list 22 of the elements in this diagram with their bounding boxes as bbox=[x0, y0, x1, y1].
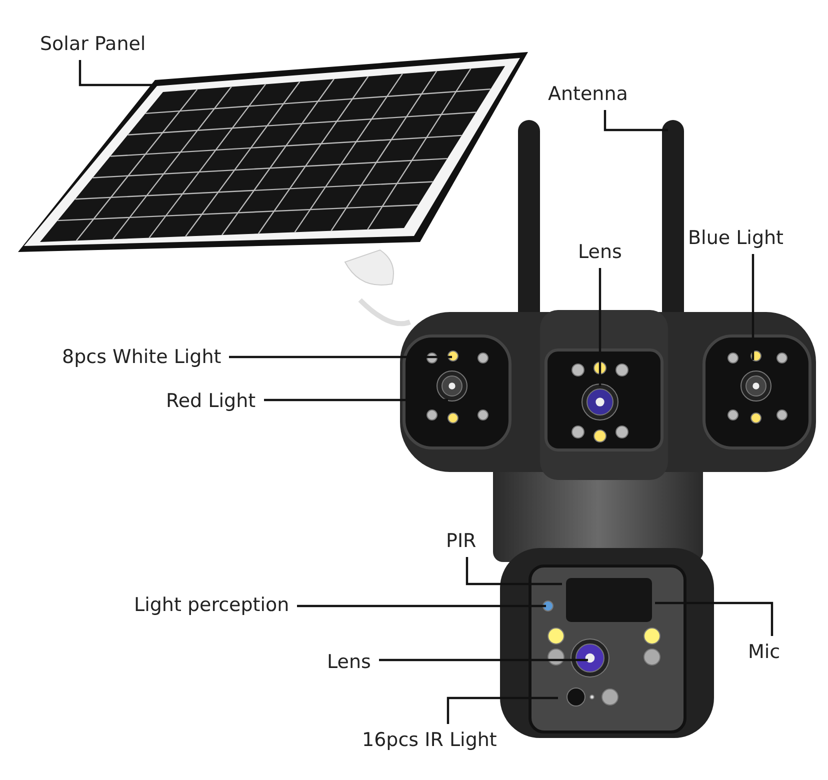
leader-line bbox=[446, 696, 558, 724]
leader-line bbox=[78, 60, 155, 86]
leader-line bbox=[379, 658, 588, 662]
part-label: Blue Light bbox=[688, 226, 784, 250]
part-label: Lens bbox=[578, 240, 622, 264]
leader-line bbox=[604, 110, 668, 132]
part-label: Red Light bbox=[166, 389, 256, 413]
part-label: Light perception bbox=[134, 593, 290, 617]
leader-line bbox=[229, 356, 452, 358]
leader-line bbox=[598, 268, 602, 386]
part-label: PIR bbox=[446, 529, 476, 553]
part-label: Lens bbox=[327, 650, 371, 674]
leader-line bbox=[752, 254, 754, 360]
leader-line bbox=[264, 398, 448, 402]
leader-line bbox=[297, 604, 546, 608]
leader-line bbox=[466, 557, 562, 586]
part-label: 16pcs IR Light bbox=[362, 728, 497, 752]
part-label: Solar Panel bbox=[40, 32, 146, 56]
part-label: 8pcs White Light bbox=[62, 345, 222, 369]
leader-line bbox=[655, 602, 774, 636]
part-label: Antenna bbox=[548, 82, 628, 106]
part-label: Mic bbox=[748, 640, 780, 664]
